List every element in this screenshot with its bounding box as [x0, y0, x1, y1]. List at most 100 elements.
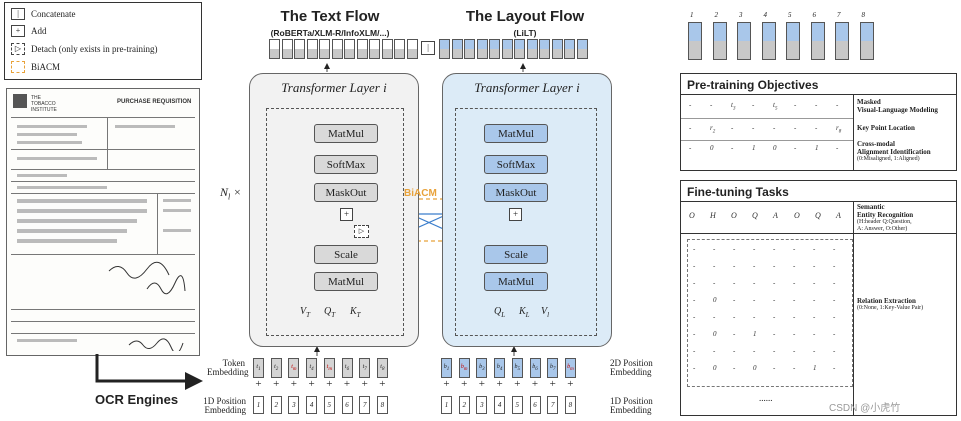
layout-transformer-title: Transformer Layer i — [474, 80, 580, 95]
re-cell: - — [793, 296, 796, 304]
re-cell: - — [753, 347, 756, 355]
pretrain-task-kpl: Key Point Location — [857, 124, 915, 132]
layout-position: 5 — [511, 396, 523, 414]
concatenate-icon: | — [11, 8, 25, 20]
ocr-engines-label: OCR Engines — [95, 392, 179, 407]
add-icon: + — [11, 25, 25, 37]
re-cell: - — [773, 279, 776, 287]
re-cell: - — [713, 279, 716, 287]
pretrain-cell: - — [836, 144, 839, 152]
detach-icon: ▷ — [11, 43, 25, 55]
text-flow-title: The Text Flow — [280, 8, 380, 25]
plus-sign: + — [514, 378, 521, 390]
text-maskout: MaskOut — [314, 183, 378, 202]
layout-token: b7 — [547, 358, 559, 378]
re-cell: - — [813, 245, 816, 253]
plus-sign: + — [496, 378, 503, 390]
plus-sign: + — [361, 378, 368, 390]
layout-q-label: QL — [494, 306, 506, 319]
text-token: t8 — [376, 358, 388, 378]
text-output-token — [406, 39, 418, 59]
re-cell: - — [773, 245, 776, 253]
re-cell: - — [833, 347, 836, 355]
re-cell: - — [773, 347, 776, 355]
ser-cell: O — [794, 211, 800, 220]
pretrain-cell: 0 — [710, 144, 714, 152]
re-cell: - — [813, 262, 816, 270]
text-transformer-title: Transformer Layer i — [281, 80, 387, 95]
re-cell: - — [793, 313, 796, 321]
re-cell: - — [813, 279, 816, 287]
document-image: THE TOBACCO INSTITUTE PURCHASE REQUISITI… — [6, 88, 200, 356]
text-v-label: VT — [300, 306, 311, 319]
text-token: tm — [288, 358, 300, 378]
text-softmax: SoftMax — [314, 155, 378, 174]
pretraining-title: Pre-training Objectives — [687, 78, 819, 92]
re-cell: - — [813, 296, 816, 304]
layout-token: b5 — [511, 358, 523, 378]
pretrain-cell: - — [794, 144, 797, 152]
plus-sign: + — [567, 378, 574, 390]
pretrain-cell: - — [794, 101, 797, 109]
text-position: 1 — [253, 396, 264, 414]
pretrain-cell: - — [731, 124, 734, 132]
re-cell: - — [833, 296, 836, 304]
signature-scribble-2 — [128, 338, 184, 351]
layout-token: bm — [458, 358, 470, 378]
layout-output-token — [526, 39, 538, 59]
text-output-token — [294, 39, 305, 59]
text-attention-block — [266, 108, 404, 336]
text-output-token — [394, 39, 405, 59]
signature-scribble — [108, 261, 186, 295]
layout-position: 6 — [529, 396, 541, 414]
final-output-token — [761, 22, 776, 60]
re-cell: - — [753, 279, 756, 287]
text-position: 2 — [270, 396, 282, 414]
text-output-token — [281, 39, 293, 59]
layout-maskout: MaskOut — [484, 183, 548, 202]
biacm-icon — [11, 61, 25, 73]
re-cell: - — [773, 262, 776, 270]
output-index: 2 — [714, 11, 719, 19]
layout-v-label: Vl — [541, 306, 550, 319]
pretrain-cell: - — [689, 144, 692, 152]
layout-position: 4 — [494, 396, 506, 414]
legend-biacm: BiACM — [11, 61, 60, 73]
re-cell: 0 — [753, 364, 757, 372]
pretrain-cell: r2 — [710, 124, 716, 135]
text-position: 8 — [376, 396, 388, 414]
pretrain-cell: 1 — [815, 144, 819, 152]
final-output-token — [737, 22, 751, 60]
pretrain-cell: - — [815, 101, 818, 109]
layout-output-token — [476, 39, 488, 59]
re-cell: - — [693, 347, 696, 355]
re-cell: - — [833, 330, 836, 338]
ser-cell: Q — [752, 211, 758, 220]
text-output-token — [344, 39, 355, 59]
layout-output-token — [464, 39, 475, 59]
layout-output-token — [501, 39, 513, 59]
re-cell: - — [713, 347, 716, 355]
pretrain-cell: - — [815, 124, 818, 132]
text-output-token — [269, 39, 280, 59]
re-cell: - — [793, 347, 796, 355]
layout-output-token — [539, 39, 550, 59]
legend-label: Add — [31, 26, 47, 36]
final-output-token — [688, 22, 702, 60]
ser-cell: H — [710, 211, 716, 220]
re-cell: - — [733, 279, 736, 287]
final-output-token — [835, 22, 849, 60]
layout-output-token — [576, 39, 588, 59]
layout-softmax: SoftMax — [484, 155, 548, 174]
plus-sign: + — [549, 378, 556, 390]
ser-cell: A — [773, 211, 778, 220]
re-cell: - — [833, 364, 836, 372]
text-token: t4 — [306, 358, 318, 378]
layout-token: b4 — [494, 358, 506, 378]
